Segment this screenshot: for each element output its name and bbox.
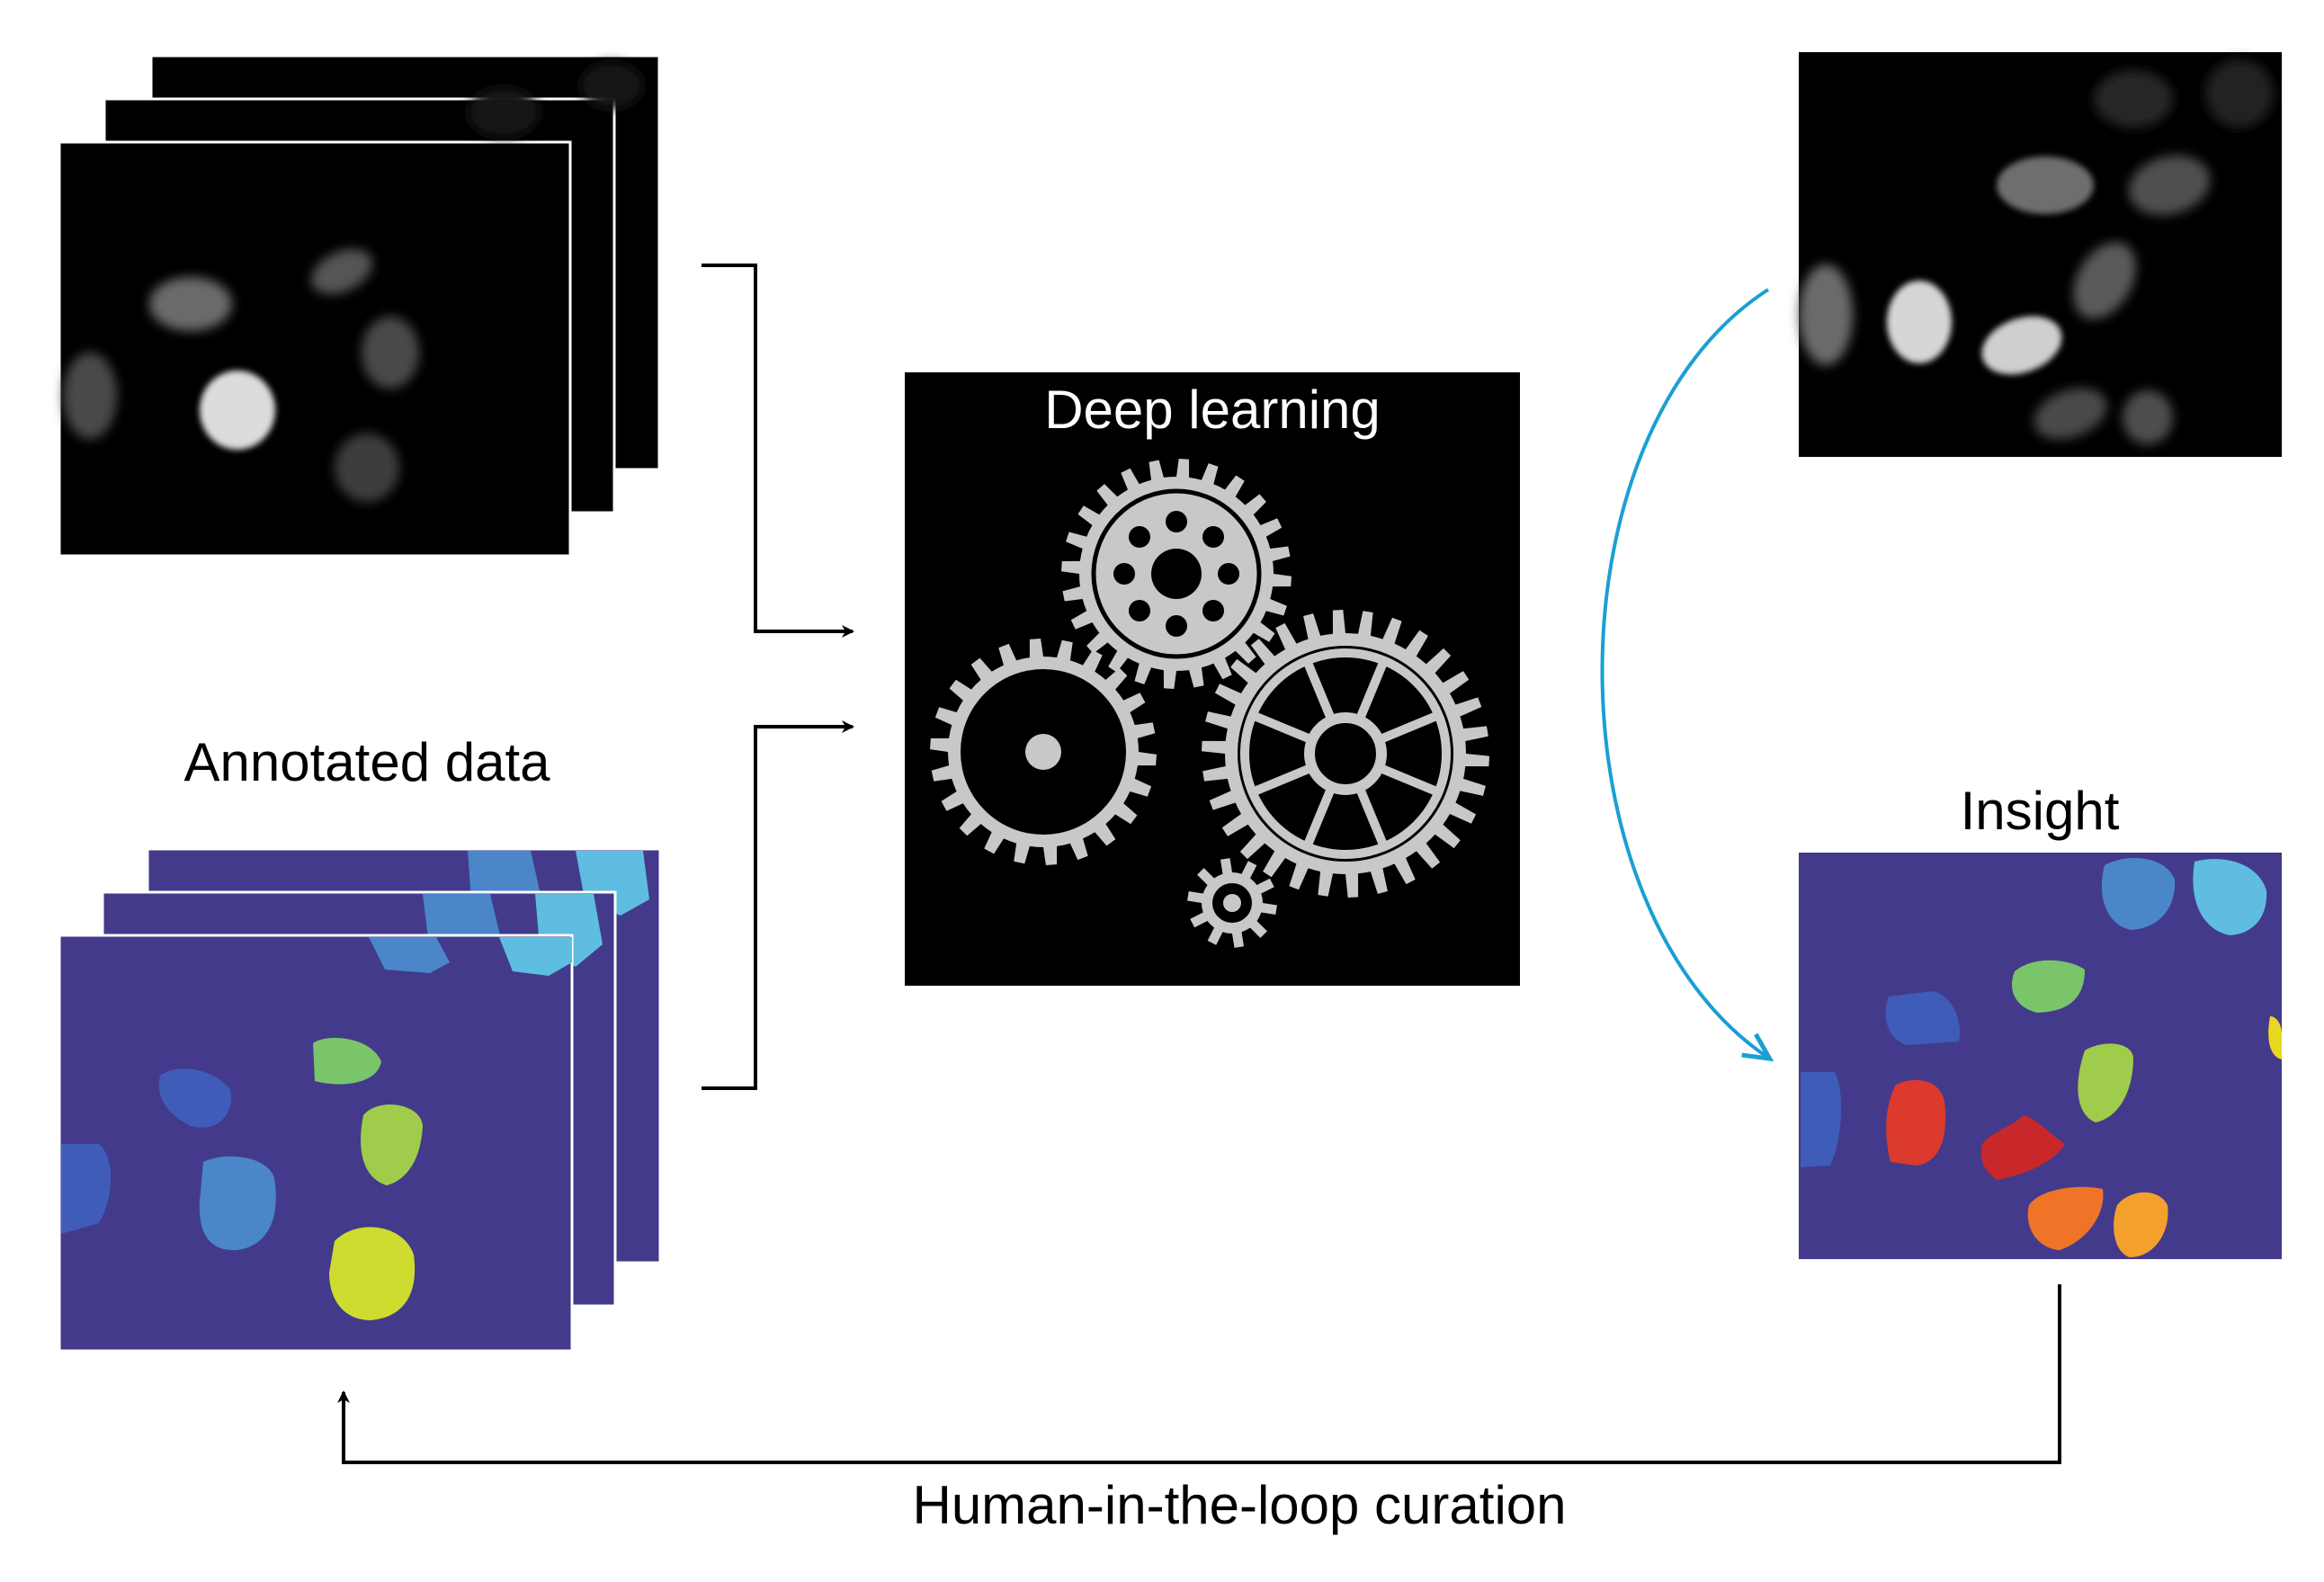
mask-front — [58, 934, 574, 1353]
nucleus-bright — [200, 371, 275, 450]
gear-top-hub — [1151, 549, 1202, 599]
gear-left-hub — [1025, 734, 1061, 770]
gear-right-spoke — [1303, 783, 1337, 847]
gear-top-hole — [1166, 511, 1187, 532]
gear-right-hub — [1304, 712, 1387, 795]
nucleus — [335, 433, 399, 502]
training-flow-arrows — [702, 264, 854, 1090]
gear-top-hole — [1128, 525, 1150, 548]
prediction-raw-nuclei — [1799, 59, 2274, 444]
nucleus — [63, 353, 117, 439]
gear-top-hole — [1202, 600, 1225, 622]
insight-frame — [1799, 853, 2282, 1259]
insight-cells — [1801, 858, 2282, 1257]
prediction-raw-frame — [1799, 52, 2282, 457]
gear-right-spoke — [1375, 762, 1439, 796]
gear-top-rim — [1091, 488, 1262, 659]
curation-label: Human-in-the-loop curation — [912, 1475, 1566, 1535]
nucleus — [311, 248, 372, 295]
gear-right-spoke — [1375, 711, 1439, 746]
gear-small-hub — [1223, 894, 1241, 912]
raw-to-model-arrow — [702, 264, 854, 638]
mask-to-model-arrow — [702, 720, 854, 1090]
prediction-raw-image — [1799, 52, 2282, 457]
insight-label: Insight — [1961, 781, 2120, 841]
mask-stack — [58, 847, 662, 1353]
gear-top-hole — [1202, 525, 1225, 548]
gear-top-hole — [1218, 563, 1239, 585]
deep-learning-box: Deep learning — [905, 372, 1520, 986]
gear-right-spoke — [1252, 711, 1316, 746]
gear-top-hole — [1128, 600, 1150, 622]
deep-learning-label: Deep learning — [1044, 380, 1381, 440]
gear-right-spoke — [1354, 783, 1388, 847]
nucleus — [362, 317, 419, 389]
mask-cells — [61, 937, 572, 1320]
gears-icon — [930, 459, 1489, 948]
gear-right-rim — [1240, 648, 1451, 859]
raw-image-front — [58, 140, 572, 558]
loop-arrow-icon — [337, 1284, 2061, 1464]
gear-right-spoke — [1354, 660, 1388, 724]
raw-image-stack — [58, 54, 661, 558]
raw-nuclei — [63, 248, 419, 502]
gear-right-face — [1238, 646, 1453, 862]
gear-top-hole — [1113, 563, 1135, 585]
gear-right-spoke — [1303, 660, 1337, 724]
gear-right-spoke — [1252, 762, 1316, 796]
annotated-data-label: Annotated data — [183, 732, 550, 792]
gear-top-hole — [1166, 615, 1187, 637]
insight-image — [1799, 853, 2282, 1259]
nucleus — [149, 277, 232, 331]
curved-arrow-icon — [1600, 288, 1774, 1062]
